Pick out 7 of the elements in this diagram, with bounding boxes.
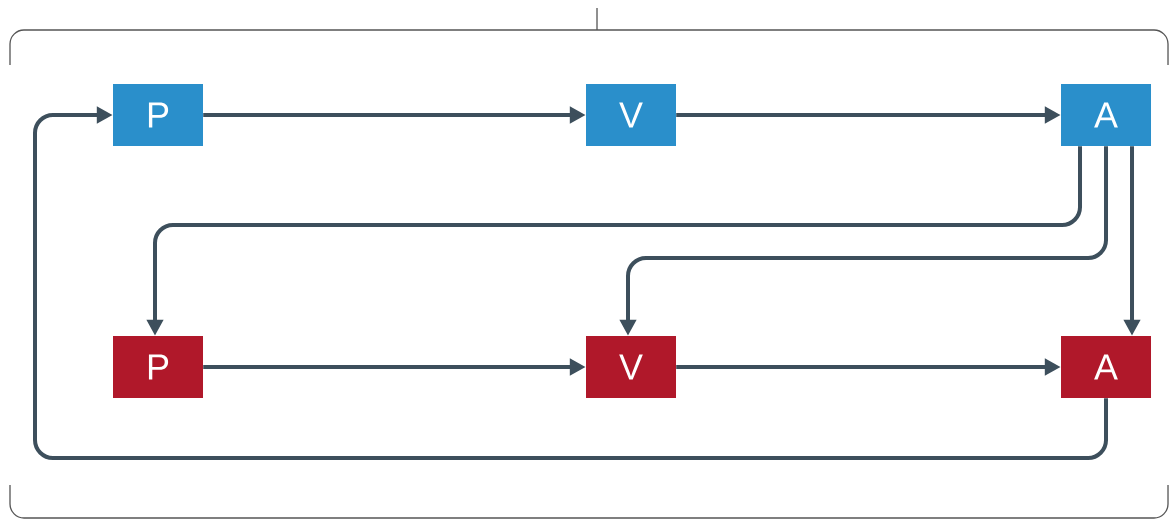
process-box: A: [1061, 84, 1151, 146]
process-box: V: [586, 84, 676, 146]
process-box: P: [113, 336, 203, 398]
process-box: P: [113, 84, 203, 146]
process-box: A: [1061, 336, 1151, 398]
arrow: [33, 106, 1108, 460]
process-box: V: [586, 336, 676, 398]
